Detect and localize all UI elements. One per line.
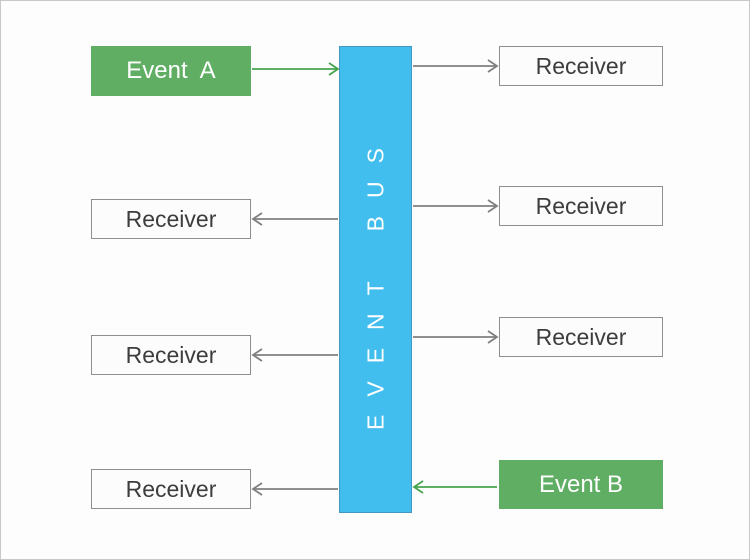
receiver-label: Receiver [125, 475, 217, 502]
arrow-event-a-to-event-bus [252, 62, 340, 76]
arrow-event-bus-to-receiver-right-2 [413, 199, 499, 213]
receiver-right-1-node: Receiver [499, 46, 663, 86]
receiver-label: Receiver [535, 52, 627, 79]
receiver-left-1-node: Receiver [91, 199, 251, 239]
arrow-event-bus-to-receiver-right-3 [413, 330, 499, 344]
receiver-label: Receiver [125, 205, 217, 232]
receiver-left-3-node: Receiver [91, 469, 251, 509]
arrow-event-b-to-event-bus [412, 480, 497, 494]
receiver-right-2-node: Receiver [499, 186, 663, 226]
receiver-label: Receiver [535, 192, 627, 219]
event-b-label: Event B [538, 470, 624, 498]
receiver-right-3-node: Receiver [499, 317, 663, 357]
event-bus-label: EVENT BUS [362, 129, 388, 430]
arrow-event-bus-to-receiver-left-3 [251, 482, 338, 496]
arrow-event-bus-to-receiver-right-1 [413, 59, 499, 73]
event-b-node: Event B [499, 460, 663, 509]
receiver-label: Receiver [125, 341, 217, 368]
receiver-left-2-node: Receiver [91, 335, 251, 375]
event-a-node: Event A [91, 46, 251, 96]
arrow-event-bus-to-receiver-left-2 [251, 348, 338, 362]
receiver-label: Receiver [535, 323, 627, 350]
event-a-label: Event A [126, 57, 216, 84]
event-bus-node: EVENT BUS [339, 46, 412, 513]
arrow-event-bus-to-receiver-left-1 [251, 212, 338, 226]
